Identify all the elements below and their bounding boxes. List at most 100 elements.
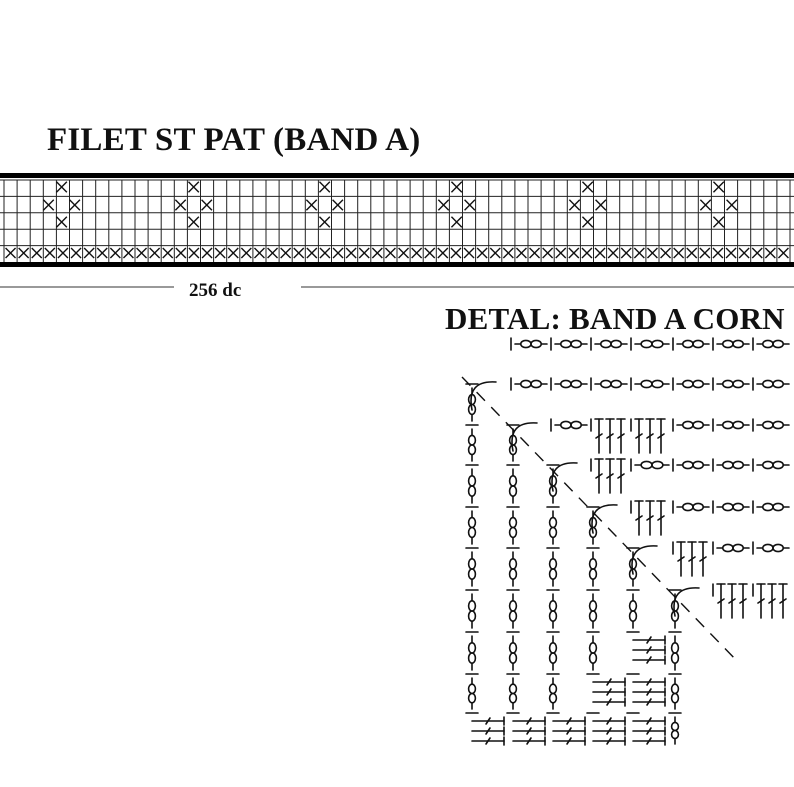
chain-stitch-vertical xyxy=(508,635,518,671)
dc-cross xyxy=(617,433,625,439)
chain-loop xyxy=(670,721,680,732)
chain-loop xyxy=(467,652,477,664)
stitch-count-label: 256 dc xyxy=(189,280,242,301)
chain-loop xyxy=(732,460,745,470)
x-stroke xyxy=(424,247,436,259)
dc-stitch-vertical xyxy=(616,458,626,494)
dc-cross xyxy=(635,515,643,521)
chain-loop xyxy=(467,692,477,704)
chain-stitch-vertical xyxy=(548,593,558,629)
dc-stitch-horizontal xyxy=(512,736,546,746)
chain-stitch-vertical xyxy=(628,593,638,629)
band-x-mark xyxy=(424,247,436,259)
dc-cross xyxy=(717,598,725,604)
x-stroke xyxy=(174,199,187,211)
dc-stitch-horizontal xyxy=(552,716,586,726)
chain-stitch-horizontal xyxy=(594,339,628,349)
dc-cross xyxy=(646,737,652,745)
chain-loop xyxy=(508,683,518,695)
chain-stitch-vertical xyxy=(508,677,518,710)
dc-stitch-vertical xyxy=(778,583,788,619)
chain-loop xyxy=(772,379,785,389)
chain-loop xyxy=(570,379,583,389)
chain-loop xyxy=(508,652,518,664)
dc-cross xyxy=(768,598,776,604)
dc-cross xyxy=(657,433,665,439)
dc-stitch-horizontal xyxy=(632,635,666,645)
chain-stitch-horizontal xyxy=(634,379,670,389)
motif-x-left xyxy=(42,199,55,211)
band-x-mark xyxy=(411,247,423,259)
dc-cross xyxy=(606,473,614,479)
band-x-mark xyxy=(83,247,95,259)
chain-loop xyxy=(761,543,774,553)
chain-loop xyxy=(548,652,558,664)
chain-loop xyxy=(530,339,543,349)
band-x-mark xyxy=(437,247,449,259)
band-x-mark xyxy=(489,247,501,259)
chain-stitch-horizontal xyxy=(554,420,588,430)
x-stroke xyxy=(712,247,724,259)
chain-stitch-vertical xyxy=(467,468,477,504)
chain-loop xyxy=(588,600,598,612)
band-x-mark xyxy=(175,247,187,259)
x-stroke xyxy=(595,199,607,211)
x-stroke xyxy=(660,247,672,259)
chain-stitch-horizontal xyxy=(716,460,750,470)
motif-x-right xyxy=(201,199,213,211)
x-stroke xyxy=(69,199,81,211)
chain-stitch-horizontal xyxy=(676,502,710,512)
x-stroke xyxy=(42,199,55,211)
band-bottom-border xyxy=(0,262,794,267)
dc-stitch-horizontal xyxy=(632,655,666,665)
chain-stitch-horizontal xyxy=(634,339,670,349)
corner-diagonal-guide xyxy=(461,376,739,663)
dc-stitch-vertical xyxy=(756,583,766,619)
chain-loop xyxy=(519,339,532,349)
band-grid-lines xyxy=(0,179,794,262)
band-x-mark xyxy=(725,247,737,259)
diagonal-dashed-line xyxy=(461,376,739,663)
band-borders xyxy=(0,173,794,267)
chain-loop xyxy=(651,379,664,389)
motif-x-bottom xyxy=(581,216,594,228)
chain-loop xyxy=(681,379,694,389)
chain-loop xyxy=(588,558,598,570)
band-x-mark xyxy=(18,247,30,259)
motif-x-right xyxy=(464,199,476,211)
dc-cross xyxy=(699,556,707,562)
chain-loop xyxy=(761,460,774,470)
chain-stitch-vertical xyxy=(467,551,477,587)
chain-loop xyxy=(588,652,598,664)
chain-stitch-vertical xyxy=(588,510,598,545)
dc-stitch-vertical xyxy=(727,583,737,619)
dc-stitch-horizontal xyxy=(632,687,666,697)
x-stroke xyxy=(149,247,161,259)
band-x-mark xyxy=(764,247,776,259)
x-stroke xyxy=(332,247,344,259)
dc-cross xyxy=(606,737,612,745)
x-stroke xyxy=(581,181,594,193)
band-x-mark xyxy=(633,247,645,259)
band-x-mark xyxy=(162,247,174,259)
x-stroke xyxy=(345,247,357,259)
chain-loop xyxy=(467,600,477,612)
x-stroke xyxy=(214,247,226,259)
chain-stitch-vertical xyxy=(548,635,558,671)
x-stroke xyxy=(764,247,776,259)
dc-stitch-horizontal xyxy=(471,716,505,726)
dc-cross xyxy=(485,727,491,735)
chain-loop xyxy=(467,526,477,539)
dc-cross xyxy=(646,688,652,696)
x-stroke xyxy=(712,216,725,228)
band-x-mark xyxy=(738,247,750,259)
x-stroke xyxy=(240,247,252,259)
dc-cross xyxy=(646,646,652,654)
band-x-mark xyxy=(751,247,763,259)
x-stroke xyxy=(201,247,213,259)
band-x-mark xyxy=(332,247,344,259)
chain-loop xyxy=(761,379,774,389)
dc-stitch-vertical xyxy=(605,458,615,494)
chain-stitch-horizontal xyxy=(716,543,750,553)
x-stroke xyxy=(162,247,174,259)
